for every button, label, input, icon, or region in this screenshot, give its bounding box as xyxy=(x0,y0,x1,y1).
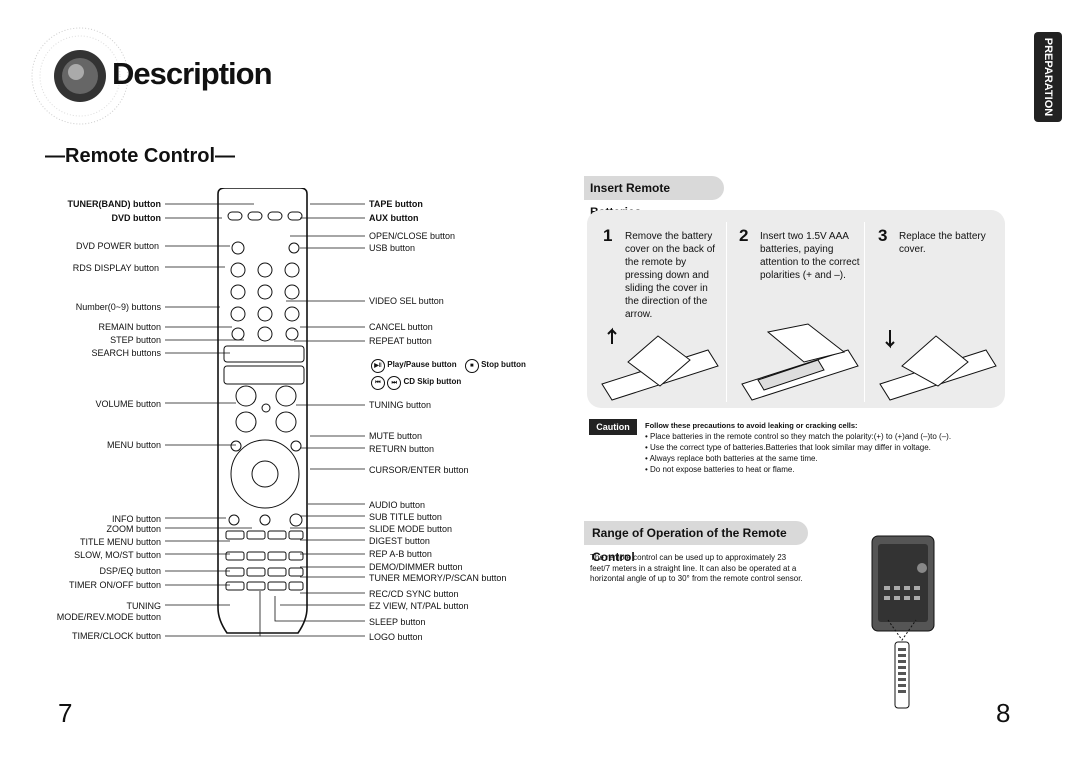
label-slow: SLOW, MO/ST button xyxy=(74,550,161,560)
battery-step-3-illustration xyxy=(879,330,997,401)
label-search: SEARCH buttons xyxy=(91,348,161,358)
label-slide-mode: SLIDE MODE button xyxy=(369,524,453,534)
range-header: Range of Operation of the Remote Control xyxy=(584,521,808,564)
caution-item-4: • Do not expose batteries to heat or fla… xyxy=(645,465,795,474)
step-1-text: Remove the battery cover on the back of … xyxy=(625,231,716,320)
caution-item-3: • Always replace both batteries at the s… xyxy=(645,454,818,463)
label-rep-ab: REP A-B button xyxy=(369,549,432,559)
label-dvd: DVD button xyxy=(111,213,162,223)
section-subtitle: —Remote Control— xyxy=(45,145,235,167)
speaker-logo-graphic xyxy=(31,27,128,125)
label-audio: AUDIO button xyxy=(369,500,426,510)
play-pause-icon: ▶‖ xyxy=(371,359,385,373)
skip-back-icon: ⏮ xyxy=(371,376,385,390)
range-illustration xyxy=(871,535,935,709)
label-zoom: ZOOM button xyxy=(106,524,161,534)
battery-step-1-illustration xyxy=(601,327,719,401)
step-1-number: 1 xyxy=(603,226,613,245)
side-tab: PREPARATION xyxy=(1034,32,1062,122)
label-sleep: SLEEP button xyxy=(369,617,426,627)
step-3-number: 3 xyxy=(878,226,888,245)
step-3-text: Replace the battery cover. xyxy=(899,231,986,255)
label-logo: LOGO button xyxy=(369,632,423,642)
label-digest: DIGEST button xyxy=(369,536,430,546)
label-dvd-power: DVD POWER button xyxy=(75,241,159,251)
label-number: Number(0~9) buttons xyxy=(75,302,161,312)
range-text: The remote control can be used up to app… xyxy=(590,553,803,583)
label-demo-dimmer: DEMO/DIMMER button xyxy=(369,562,463,572)
label-cursor-enter: CURSOR/ENTER button xyxy=(369,465,469,475)
battery-step-2-illustration xyxy=(741,323,859,401)
caution-title: Follow these precautions to avoid leakin… xyxy=(645,421,858,430)
label-video-sel: VIDEO SEL button xyxy=(369,296,444,306)
label-usb: USB button xyxy=(369,243,416,253)
label-mode-rev: MODE/REV.MODE button xyxy=(56,612,161,622)
label-open-close: OPEN/CLOSE button xyxy=(369,231,456,241)
skip-forward-icon: ⏭ xyxy=(387,376,402,390)
label-tuner-band: TUNER(BAND) button xyxy=(67,199,161,209)
page-number-left: 7 xyxy=(58,698,73,728)
label-step: STEP button xyxy=(110,335,161,345)
label-remain: REMAIN button xyxy=(98,322,161,332)
label-tuning: TUNING xyxy=(126,601,162,611)
label-timer-clock: TIMER/CLOCK button xyxy=(71,631,161,641)
label-info: INFO button xyxy=(111,514,161,524)
label-tape: TAPE button xyxy=(369,199,423,209)
remote-illustration xyxy=(217,188,308,634)
leader-lines xyxy=(165,203,365,637)
label-aux: AUX button xyxy=(369,213,419,223)
stop-icon: ■ xyxy=(464,359,479,373)
batteries-header: Insert Remote Batteries xyxy=(584,176,724,219)
label-sub-title: SUB TITLE button xyxy=(369,512,442,522)
label-tuning-right: TUNING button xyxy=(369,400,432,410)
label-rec-cd-sync: REC/CD SYNC button xyxy=(369,589,459,599)
page-number-right: 8 xyxy=(996,698,1011,728)
label-rds-display: RDS DISPLAY button xyxy=(72,263,159,273)
cd-skip-legend: ⏮ ⏭ CD Skip button xyxy=(371,376,461,390)
label-tuner-memory: TUNER MEMORY/P/SCAN button xyxy=(369,573,507,583)
label-title-menu: TITLE MENU button xyxy=(79,537,161,547)
step-2-number: 2 xyxy=(739,226,749,245)
label-menu: MENU button xyxy=(106,440,161,450)
label-mute: MUTE button xyxy=(369,431,423,441)
step-2-text: Insert two 1.5V AAA batteries, paying at… xyxy=(760,231,860,281)
caution-item-2: • Use the correct type of batteries.Batt… xyxy=(645,443,931,452)
label-timer-onoff: TIMER ON/OFF button xyxy=(68,580,161,590)
batteries-divider-1 xyxy=(726,222,727,402)
page-title: Description xyxy=(112,56,273,91)
playback-legend: ▶‖ Play/Pause button ■ Stop button xyxy=(371,359,526,373)
label-return: RETURN button xyxy=(369,444,435,454)
label-repeat: REPEAT button xyxy=(369,336,432,346)
label-dsp-eq: DSP/EQ button xyxy=(99,566,161,576)
caution-item-1: • Place batteries in the remote control … xyxy=(645,432,952,441)
label-cancel: CANCEL button xyxy=(369,322,433,332)
label-ez-view: EZ VIEW, NT/PAL button xyxy=(369,601,469,611)
caution-badge: Caution xyxy=(589,419,637,435)
label-volume: VOLUME button xyxy=(95,399,161,409)
batteries-divider-2 xyxy=(864,222,865,402)
